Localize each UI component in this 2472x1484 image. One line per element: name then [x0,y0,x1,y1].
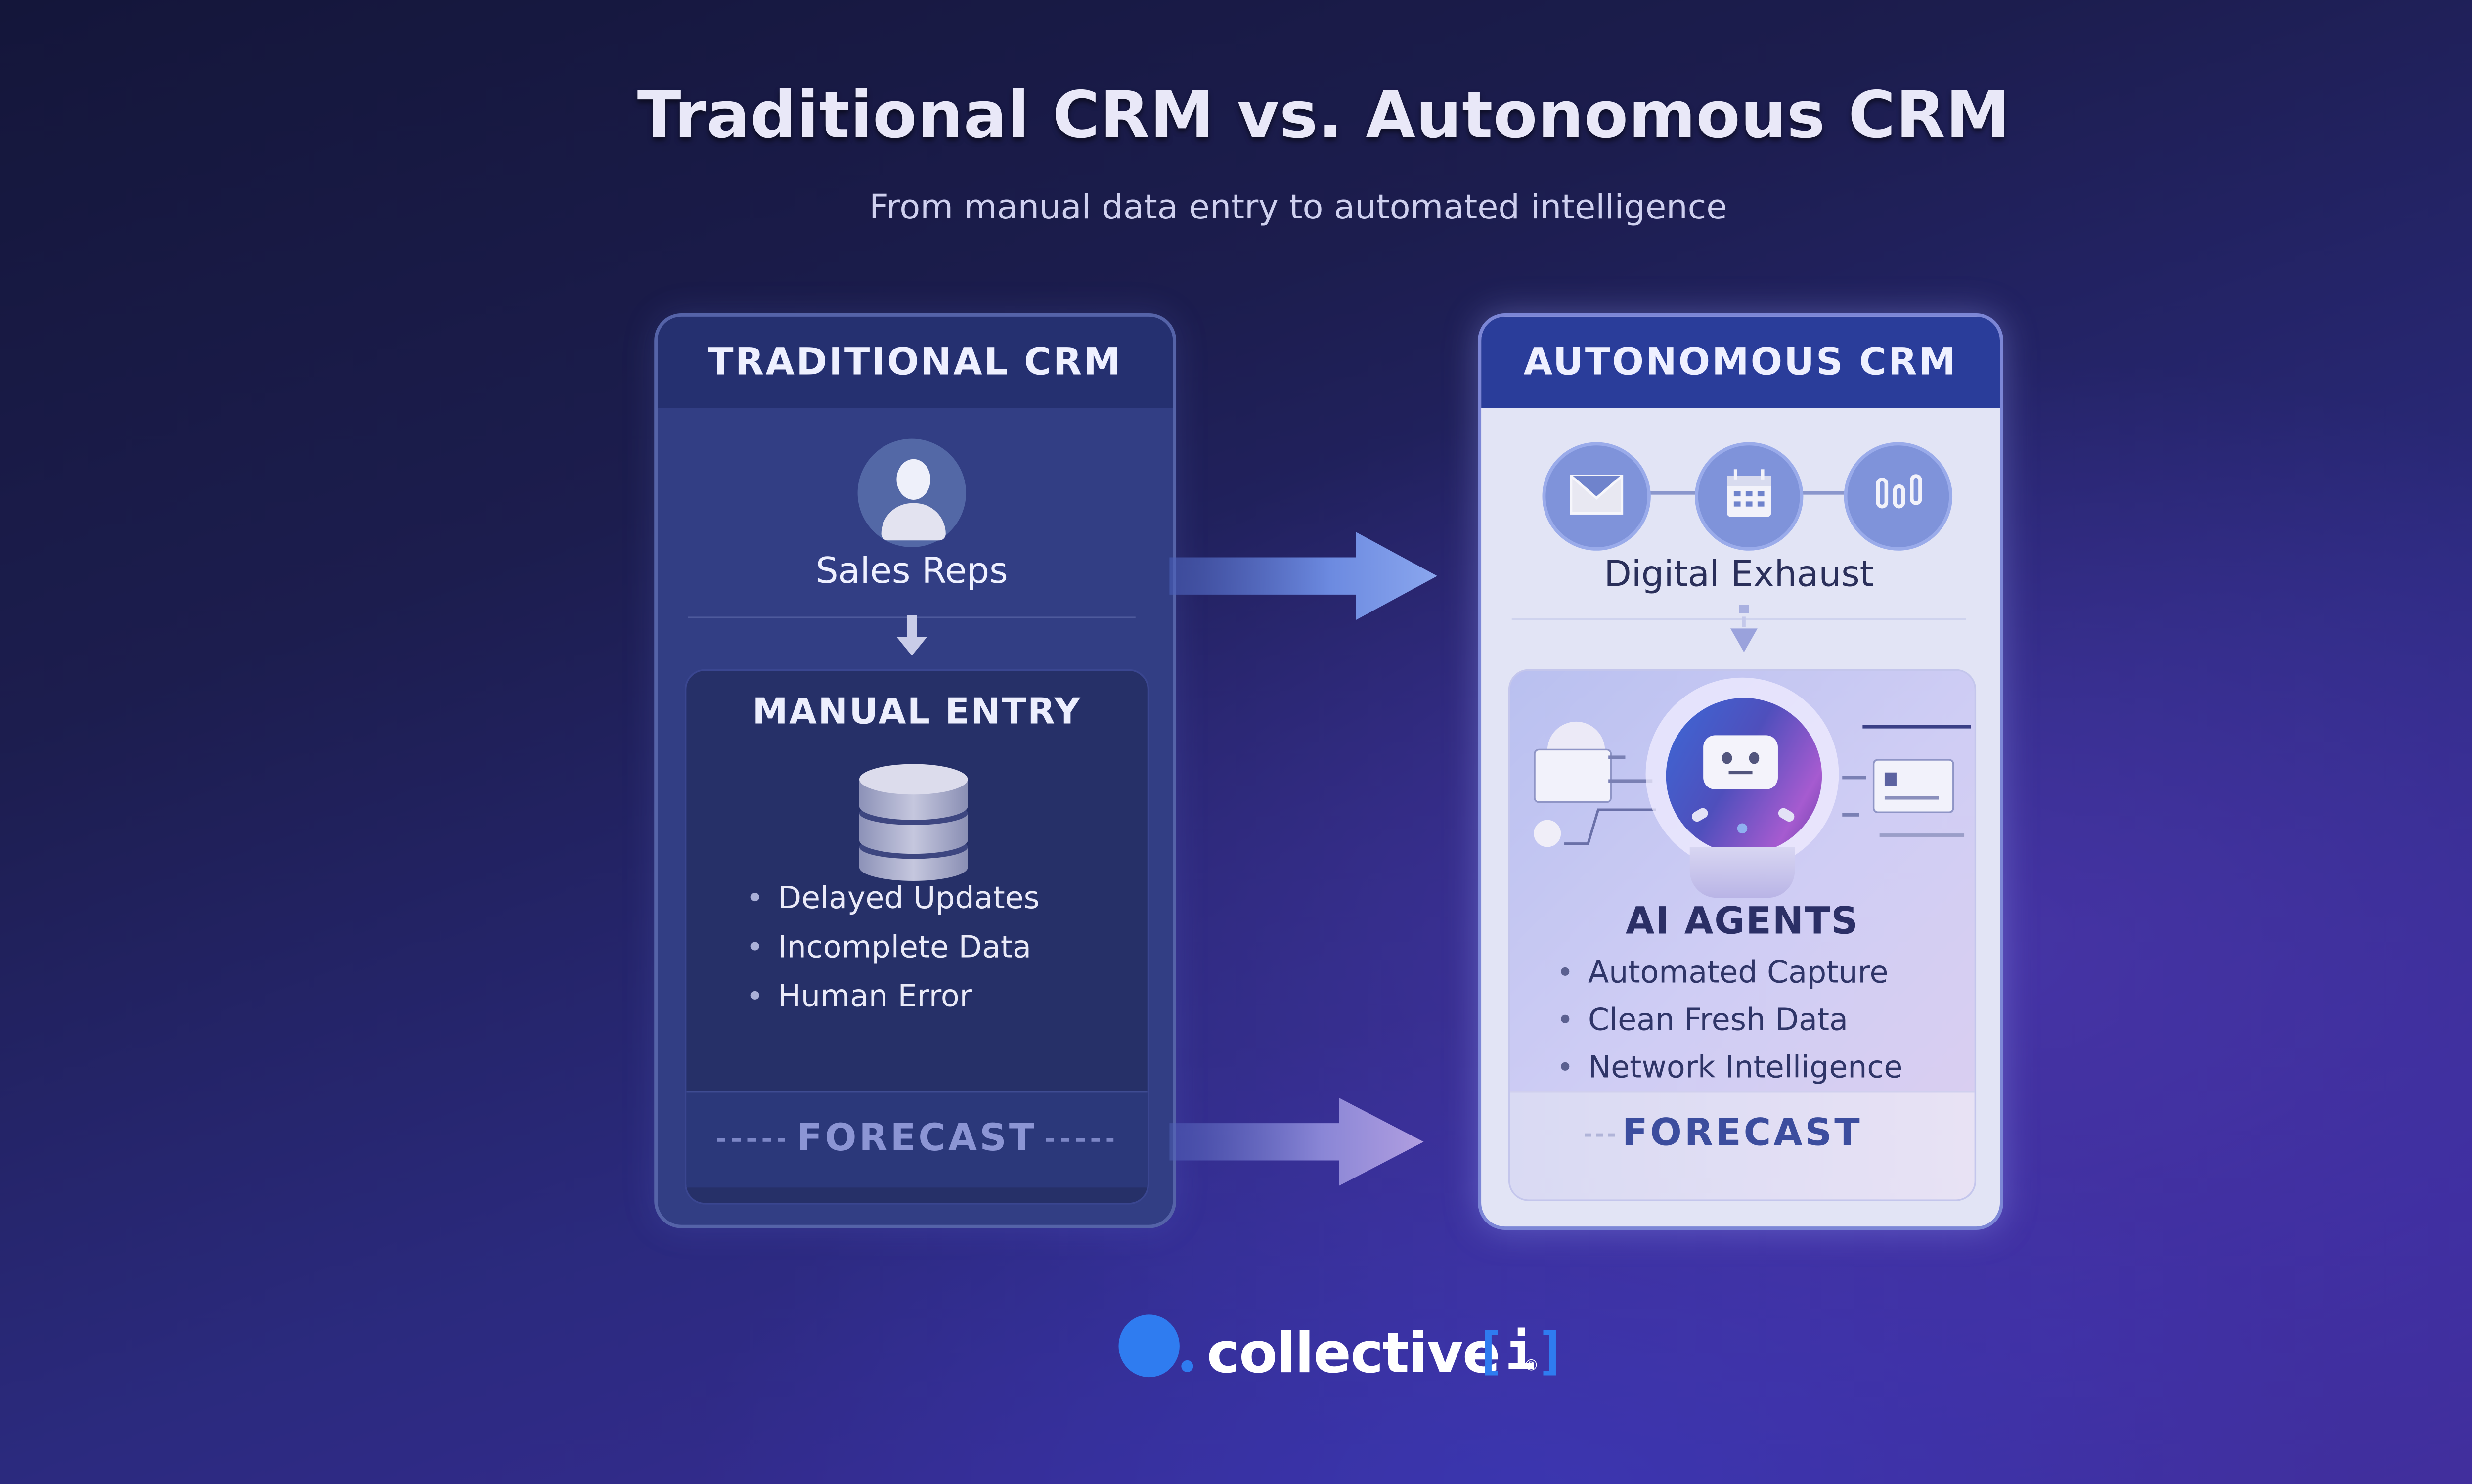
manual-entry-title: MANUAL ENTRY [752,691,1082,732]
manual-entry-box: MANUAL ENTRY Delayed Updates Incomplete … [684,669,1149,1205]
registered-mark: ® [1523,1358,1539,1376]
connector-line [1796,491,1848,495]
traditional-crm-panel: TRADITIONAL CRM Sales Reps MANUAL ENTRY [654,313,1177,1228]
autonomous-crm-panel: AUTONOMOUS CRM Digital Exhaust [1478,313,2003,1230]
connector-line [1842,776,1866,780]
arrow-right-icon [1169,532,1437,620]
bullet-automated-capture: Automated Capture [1561,956,1889,991]
dashed-line [717,1138,785,1142]
arrow-down-icon [1730,605,1758,653]
dashed-line [1046,1138,1114,1142]
robot-face [1703,735,1778,789]
logo-wordmark: collective [1206,1319,1501,1386]
robot-body [1689,847,1795,898]
logo-mark-icon [1118,1314,1180,1378]
connector-line [1644,491,1698,495]
bullet-network-intelligence: Network Intelligence [1561,1050,1902,1086]
divider [1511,618,1966,620]
ai-agents-box: AI AGENTS Automated Capture Clean Fresh … [1508,669,1977,1201]
logo-bracket-i: [i] [1474,1323,1567,1383]
digital-exhaust-label: Digital Exhaust [1604,554,1874,595]
bullet-human-error: Human Error [750,979,972,1015]
arrow-down-icon [896,615,927,656]
circuit-line [1564,808,1656,845]
sales-reps-label: Sales Reps [815,550,1008,592]
forecast-label: FORECAST [796,1118,1037,1161]
traditional-crm-heading: TRADITIONAL CRM [658,316,1173,408]
connector-line [1842,813,1859,817]
person-icon-head [896,459,930,500]
connector-line [1608,779,1653,783]
autonomous-forecast-bar: FORECAST [1510,1091,1975,1200]
calendar-icon [1695,442,1804,551]
arrow-right-icon [1169,1097,1424,1186]
dashed-line [1585,1133,1615,1137]
ai-agents-title: AI AGENTS [1626,901,1859,944]
robot-mouth [1728,771,1753,775]
forecast-label: FORECAST [1622,1113,1862,1156]
signal-icon [1844,442,1953,551]
decorative-node [1534,820,1561,847]
page-title: Traditional CRM vs. Autonomous CRM [637,78,2010,153]
bullet-clean-fresh-data: Clean Fresh Data [1561,1003,1848,1039]
connector-line [1879,833,1965,837]
robot-detail [1737,823,1748,834]
page-subtitle: From manual data entry to automated inte… [869,186,1727,227]
autonomous-crm-heading: AUTONOMOUS CRM [1481,316,2000,408]
traditional-forecast-bar: FORECAST [686,1091,1148,1188]
database-icon [859,764,968,881]
email-icon [1542,442,1651,551]
logo-mark-dot [1181,1360,1193,1372]
connector-line [1862,725,1971,729]
bullet-delayed-updates: Delayed Updates [750,881,1040,917]
profile-card-icon [1872,759,1954,813]
connector-line [1608,755,1626,759]
document-card-icon [1534,748,1612,803]
robot-eye [1722,752,1732,764]
robot-eye [1749,752,1760,764]
bullet-incomplete-data: Incomplete Data [750,930,1031,965]
